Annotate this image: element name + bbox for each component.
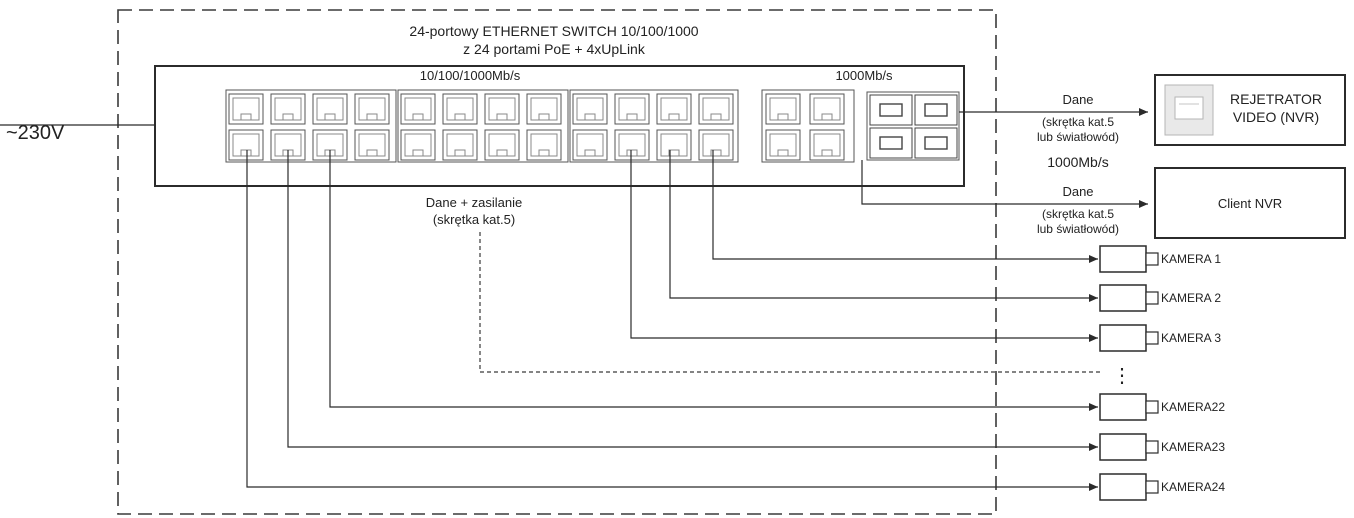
- nvr-link-label-3: lub światłowód): [1037, 130, 1119, 144]
- camera-1: KAMERA 1: [1099, 245, 1221, 273]
- camera-lens-icon: [1145, 440, 1159, 454]
- rj45-port-23: [656, 129, 692, 161]
- nvr-device-label-1: REJETRATOR: [1230, 91, 1322, 107]
- sfp-port-4: [914, 127, 958, 159]
- nvr-link-label-2: (skrętka kat.5: [1042, 115, 1114, 129]
- rj45-port-18: [614, 93, 650, 125]
- rj45-port-20: [698, 93, 734, 125]
- rj45-port-24: [698, 129, 734, 161]
- camera-body-icon: [1099, 433, 1147, 461]
- camera-label: KAMERA 3: [1161, 331, 1221, 345]
- rj45-port-10: [442, 93, 478, 125]
- rj45-port-12: [526, 93, 562, 125]
- camera-body-icon: [1099, 324, 1147, 352]
- camera-body-icon: [1099, 284, 1147, 312]
- camera-body-icon: [1099, 245, 1147, 273]
- enclosure-dashed-border: [117, 9, 997, 515]
- camera-label: KAMERA22: [1161, 400, 1225, 414]
- uplink-port-4: [809, 129, 845, 161]
- poe-label-2: (skrętka kat.5): [433, 212, 515, 227]
- camera-link-3: [630, 150, 1098, 342]
- client-link-label-2: (skrętka kat.5: [1042, 207, 1114, 221]
- nvr-link-label-1: Dane: [1062, 92, 1093, 107]
- rj45-port-22: [614, 129, 650, 161]
- client-link-line: [861, 160, 1148, 208]
- switch-title-line1: 24-portowy ETHERNET SWITCH 10/100/1000: [409, 23, 698, 39]
- nvr-device-icon: [1164, 84, 1214, 136]
- sfp-port-3: [869, 127, 913, 159]
- camera-lens-icon: [1145, 331, 1159, 345]
- rj45-port-3: [312, 93, 348, 125]
- camera-link-22: [329, 150, 1098, 411]
- camera-6: KAMERA24: [1099, 473, 1225, 501]
- camera-label: KAMERA 2: [1161, 291, 1221, 305]
- rj45-port-15: [484, 129, 520, 161]
- uplink-speed-label: 1000Mb/s: [835, 68, 893, 83]
- camera-lens-icon: [1145, 252, 1159, 266]
- rj45-ports: [228, 93, 845, 161]
- rj45-port-8: [354, 129, 390, 161]
- camera-link-23: [287, 150, 1098, 451]
- camera-lens-icon: [1145, 291, 1159, 305]
- switch-title-line2: z 24 portami PoE + 4xUpLink: [463, 41, 646, 57]
- ports-speed-label: 10/100/1000Mb/s: [420, 68, 521, 83]
- camera-ellipsis: ⋮: [1112, 365, 1132, 387]
- camera-link-1: [712, 150, 1098, 263]
- rj45-port-2: [270, 93, 306, 125]
- client-nvr-label: Client NVR: [1218, 196, 1282, 211]
- camera-link-2: [669, 150, 1098, 302]
- sfp-ports: [869, 94, 958, 159]
- poe-label-1: Dane + zasilanie: [426, 195, 522, 210]
- rj45-port-21: [572, 129, 608, 161]
- camera-4: KAMERA22: [1099, 393, 1225, 421]
- camera-link-24: [246, 150, 1098, 491]
- camera-label: KAMERA23: [1161, 440, 1225, 454]
- camera-lens-icon: [1145, 480, 1159, 494]
- camera-lens-icon: [1145, 400, 1159, 414]
- camera-5: KAMERA23: [1099, 433, 1225, 461]
- rj45-port-9: [400, 93, 436, 125]
- camera-body-icon: [1099, 473, 1147, 501]
- rj45-port-11: [484, 93, 520, 125]
- sfp-port-2: [914, 94, 958, 126]
- camera-links: [246, 150, 1098, 491]
- link-speed-label: 1000Mb/s: [1047, 154, 1108, 170]
- camera-body-icon: [1099, 393, 1147, 421]
- rj45-port-13: [400, 129, 436, 161]
- rj45-port-19: [656, 93, 692, 125]
- uplink-port-3: [765, 129, 801, 161]
- uplink-port-2: [809, 93, 845, 125]
- rj45-port-1: [228, 93, 264, 125]
- rj45-port-5: [228, 129, 264, 161]
- camera-3: KAMERA 3: [1099, 324, 1221, 352]
- camera-label: KAMERA24: [1161, 480, 1225, 494]
- camera-2: KAMERA 2: [1099, 284, 1221, 312]
- poe-dashed-line: [479, 232, 1100, 373]
- rj45-port-14: [442, 129, 478, 161]
- rj45-port-16: [526, 129, 562, 161]
- nvr-device-label-2: VIDEO (NVR): [1233, 109, 1319, 125]
- sfp-port-1: [869, 94, 913, 126]
- rj45-port-4: [354, 93, 390, 125]
- uplink-port-1: [765, 93, 801, 125]
- client-link-label-1: Dane: [1062, 184, 1093, 199]
- client-nvr-box: [1154, 167, 1346, 239]
- rj45-port-17: [572, 93, 608, 125]
- client-link-label-3: lub światłowód): [1037, 222, 1119, 236]
- camera-label: KAMERA 1: [1161, 252, 1221, 266]
- cameras: KAMERA 1 KAMERA 2 KAMERA 3 KAMERA22KAMERA23…: [1099, 245, 1225, 501]
- power-label: ~230V: [6, 122, 65, 144]
